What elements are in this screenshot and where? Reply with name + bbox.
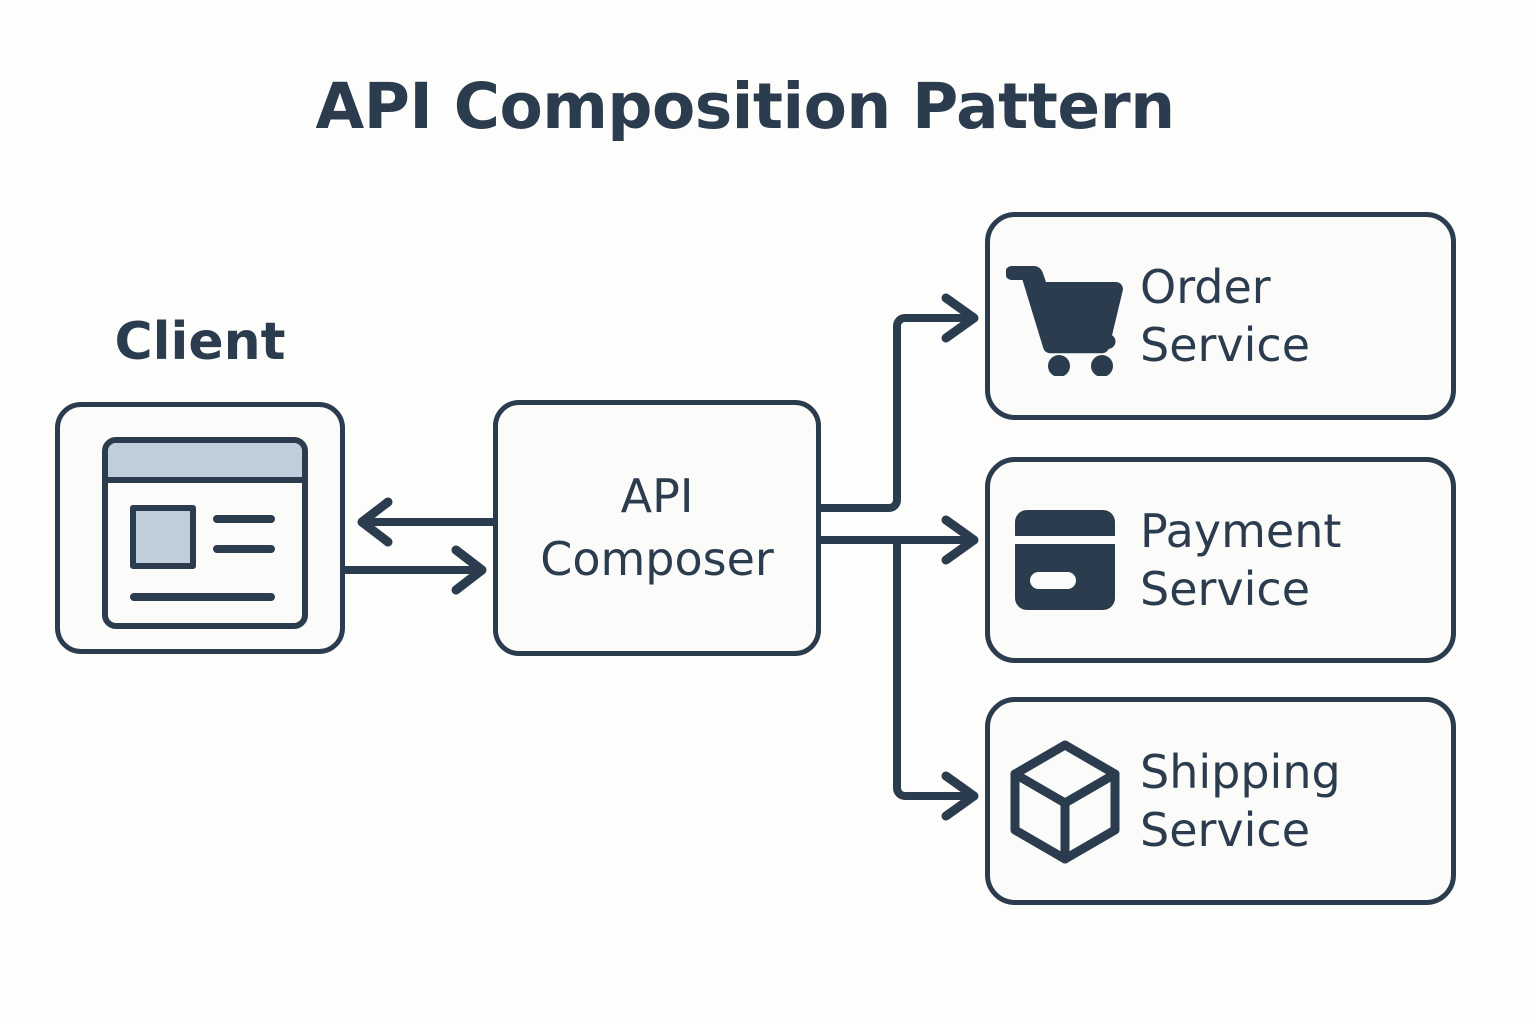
- connector-composer-to-shipping: [893, 536, 979, 821]
- browser-titlebar: [108, 443, 302, 483]
- shipping-service-label: Shipping Service: [1140, 745, 1341, 857]
- image-placeholder-icon: [130, 505, 196, 569]
- order-service-card[interactable]: Order Service: [985, 212, 1456, 420]
- client-node[interactable]: [55, 402, 345, 654]
- connector-composer-to-client: [357, 497, 497, 547]
- connector-client-to-composer: [341, 545, 487, 595]
- api-composer-node[interactable]: API Composer: [493, 400, 821, 656]
- connector-composer-to-payment: [817, 515, 979, 565]
- payment-service-label: Payment Service: [1140, 504, 1342, 616]
- text-line: [213, 545, 275, 553]
- page-title: API Composition Pattern: [315, 70, 1175, 143]
- shopping-cart-icon: [990, 256, 1140, 376]
- order-service-label: Order Service: [1140, 260, 1311, 372]
- payment-service-card[interactable]: Payment Service: [985, 457, 1456, 663]
- shipping-service-card[interactable]: Shipping Service: [985, 697, 1456, 905]
- credit-card-icon: [990, 508, 1140, 612]
- browser-content: [108, 483, 302, 623]
- text-line: [130, 593, 275, 601]
- api-composer-label: API Composer: [540, 469, 774, 586]
- connector-composer-to-order: [817, 293, 979, 512]
- browser-window-icon: [102, 437, 308, 629]
- client-label: Client: [114, 312, 286, 372]
- cube-box-icon: [990, 737, 1140, 865]
- text-line: [213, 515, 275, 523]
